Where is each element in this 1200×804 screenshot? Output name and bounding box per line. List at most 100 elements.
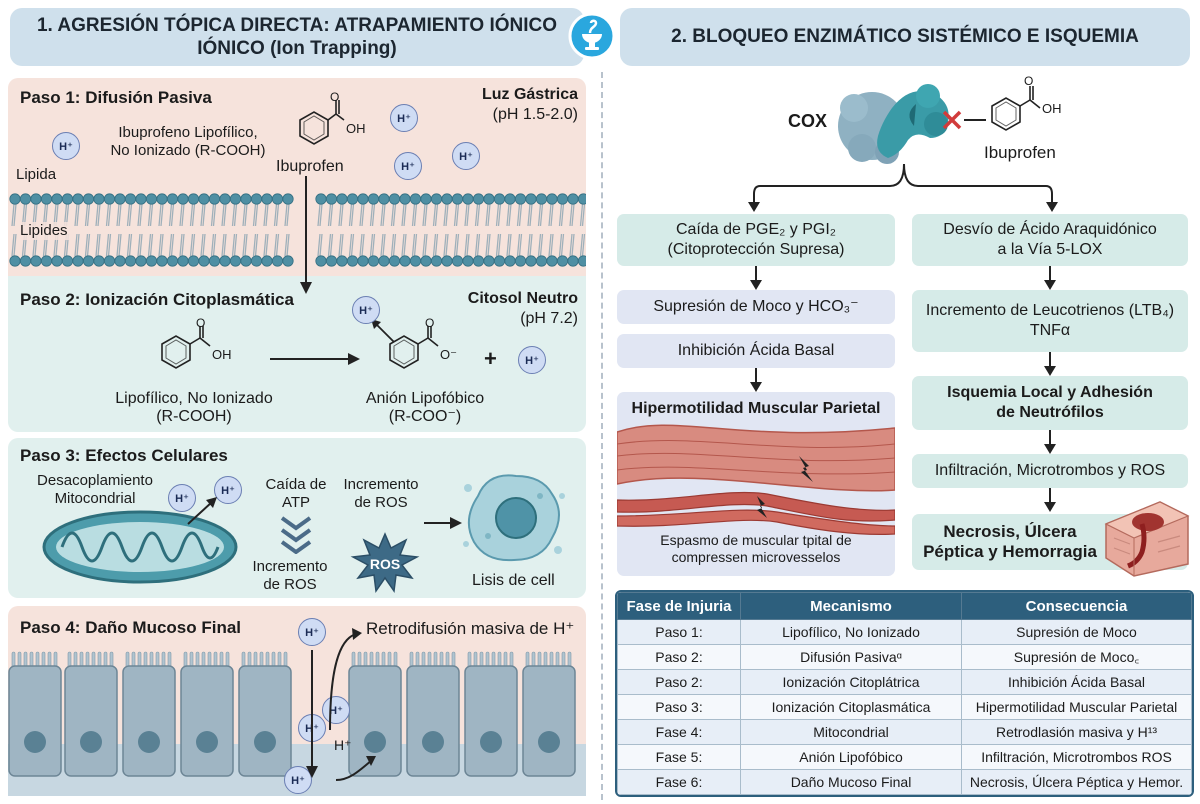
back-diffusion-arrows-icon <box>300 620 380 790</box>
arrow-down-r3-icon <box>1044 430 1056 454</box>
cox-ibuprofen-molecule-icon <box>984 78 1074 148</box>
plus-sign: + <box>484 346 497 371</box>
table-header-consequence: Consecuencia <box>961 592 1192 620</box>
step1-panel <box>8 78 586 286</box>
ros-inc-2-line1: Incremento <box>343 476 419 493</box>
h-ion-3: H⁺ <box>394 152 422 180</box>
arachidonic-line1: Desvío de Ácido Araquidónico <box>943 221 1157 238</box>
neutral-oh-label: OH <box>212 347 232 362</box>
ischemia-box: Isquemia Local y Adhesión de Neutrófilos <box>912 376 1188 430</box>
hypermotility-caption-line2: compressen microvesselos <box>671 549 841 565</box>
ischemia-line2: de Neutrófilos <box>996 404 1104 421</box>
table-cell: Hipermotilidad Muscular Parietal <box>961 694 1192 720</box>
infiltration-box: Infiltración, Microtrombos y ROS <box>912 454 1188 488</box>
ionization-arrow-icon <box>270 352 362 366</box>
cox-o-label: O <box>1024 74 1034 88</box>
cytosol-ph: (pH 7.2) <box>520 310 578 327</box>
neutral-o-label: O <box>196 316 206 330</box>
table-cell: Ionización Citoplasmática <box>740 694 962 720</box>
ros-inc-1-line2: de ROS <box>263 576 317 593</box>
hypermotility-caption-line1: Espasmo de muscular tpital de <box>660 532 852 548</box>
cox-ibuprofen-label: Ibuprofen <box>984 143 1056 162</box>
ros-badge: ROS <box>369 556 401 572</box>
table-cell: Lipofílico, No Ionizado <box>740 619 962 645</box>
ros-inc-1-line1: Incremento <box>252 558 328 575</box>
step3-title: Paso 3: Efectos Celulares <box>20 446 228 465</box>
center-divider <box>601 72 603 800</box>
hypermotility-caption: Espasmo de muscular tpital de compressen… <box>617 532 895 566</box>
pge-drop-line2: (Citoprotección Supresa) <box>667 241 845 258</box>
mito-caption-line1: Desacoplamiento <box>37 472 153 489</box>
ischemia-line1: Isquemia Local y Adhesión <box>947 384 1153 401</box>
arrow-down-l1-icon <box>750 266 762 290</box>
atp-caption: Caída de ATP <box>256 476 336 512</box>
table-cell: Paso 3: <box>617 694 741 720</box>
step1-oh-label: OH <box>346 121 366 136</box>
summary-table: Fase de Injuria Mecanismo Consecuencia P… <box>615 590 1194 797</box>
anion-molecule-icon <box>380 322 480 388</box>
arrow-down-r4-icon <box>1044 488 1056 512</box>
neutral-caption-line2: (R-COOH) <box>156 408 232 425</box>
hypermotility-panel: Hipermotilidad Muscular Parietal Espasmo… <box>617 392 895 576</box>
ulcer-tissue-icon <box>1100 494 1190 578</box>
table-cell: Mitocondrial <box>740 719 962 745</box>
lipides-label: Lipides <box>18 222 70 240</box>
diffusion-arrow-icon <box>296 176 316 296</box>
atp-caption-line2: ATP <box>281 494 311 511</box>
atp-drop-chevron-icon <box>278 514 314 555</box>
table-cell: Supresión de Moco꜀ <box>961 644 1192 670</box>
table-cell: Necrosis, Úlcera Péptica y Hemor. <box>961 769 1192 795</box>
h-ion-mito-2: H⁺ <box>214 476 242 504</box>
h-ion-released: H⁺ <box>352 296 380 324</box>
left-header-text: 1. AGRESIÓN TÓPICA DIRECTA: ATRAPAMIENTO… <box>36 15 558 59</box>
table-cell: Anión Lipofóbico <box>740 744 962 770</box>
h-ion-2: H⁺ <box>390 104 418 132</box>
neutral-caption-line1: Lipofílico, No Ionizado <box>115 390 273 407</box>
mucus-suppression-box: Supresión de Moco y HCO₃⁻ <box>617 290 895 324</box>
leukotriene-line2: TNFα <box>1029 322 1071 339</box>
mitochondrion-icon <box>40 508 240 586</box>
pge-drop-line1: Caída de PGE₂ y PGI₂ <box>675 221 837 238</box>
table-cell: Retrodlasión masiva y H¹³ <box>961 719 1192 745</box>
h-ion-product: H⁺ <box>518 346 546 374</box>
table-cell: Infiltración, Microtrombos ROS <box>961 744 1192 770</box>
lysis-caption: Lisis de cell <box>472 572 555 589</box>
h-ion-mito-1: H⁺ <box>168 484 196 512</box>
table-header-phase: Fase de Injuria <box>617 592 741 620</box>
arachidonic-shunt-box: Desvío de Ácido Araquidónico a la Vía 5-… <box>912 214 1188 266</box>
mito-caption-line2: Mitocondrial <box>54 490 136 507</box>
anion-o-label: O <box>425 316 435 330</box>
pharmacy-logo-icon <box>568 12 616 60</box>
step2-title: Paso 2: Ionización Citoplasmática <box>20 290 294 309</box>
table-cell: Paso 2: <box>617 644 741 670</box>
ibuprofen-description: Ibuprofeno Lipofílico, No Ionizado (R-CO… <box>98 124 278 160</box>
table-cell: Paso 2: <box>617 669 741 695</box>
table-cell: Ionización Citoplátrica <box>740 669 962 695</box>
cox-enzyme-icon <box>832 78 952 170</box>
anion-caption-line2: (R-COO⁻) <box>388 408 462 425</box>
leukotriene-line1: Incremento de Leucotrienos (LTB₄) <box>925 302 1175 319</box>
cox-label: COX <box>788 111 828 131</box>
right-header-text: 2. BLOQUEO ENZIMÁTICO SISTÉMICO E ISQUEM… <box>671 26 1139 47</box>
cytosol-title: Citosol Neutro <box>467 290 578 307</box>
h-ion-step4-4: H⁺ <box>284 766 312 794</box>
ros-to-lysis-arrow-icon <box>424 516 464 530</box>
h-plus-label-step4: H⁺ <box>334 737 352 753</box>
arrow-down-r1-icon <box>1044 266 1056 290</box>
table-cell: Inhibición Ácida Basal <box>961 669 1192 695</box>
table-cell: Supresión de Moco <box>961 619 1192 645</box>
left-section-header: 1. AGRESIÓN TÓPICA DIRECTA: ATRAPAMIENTO… <box>10 8 584 66</box>
back-diffusion-caption: Retrodifusión masiva de H⁺ <box>366 619 575 638</box>
necrosis-line1: Necrosis, Úlcera <box>943 522 1077 541</box>
ros-increase-caption-1: Incremento de ROS <box>250 558 330 594</box>
branch-connector <box>740 163 1080 214</box>
right-section-header: 2. BLOQUEO ENZIMÁTICO SISTÉMICO E ISQUEM… <box>620 8 1190 66</box>
table-cell: Fase 5: <box>617 744 741 770</box>
table-cell: Daño Mucoso Final <box>740 769 962 795</box>
table-cell: Fase 4: <box>617 719 741 745</box>
